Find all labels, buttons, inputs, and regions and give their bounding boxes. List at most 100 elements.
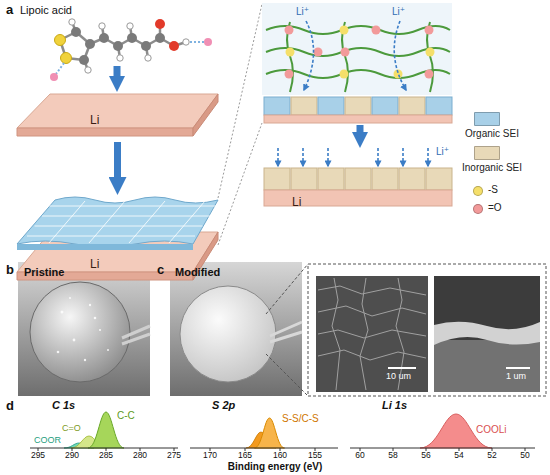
legend-text: Organic SEI [465, 128, 519, 140]
peak-label: C=O [62, 423, 81, 434]
tick-label: 170 [203, 450, 217, 460]
tick-label: 285 [99, 450, 113, 460]
scale-label: 1 um [506, 371, 526, 382]
carbon-atoms [71, 27, 165, 65]
oxygen-atoms [155, 19, 179, 51]
scale-bar [388, 367, 416, 369]
layer-label: Li [90, 114, 99, 127]
zoom-lines [266, 264, 546, 396]
tick-label: 295 [31, 450, 45, 460]
sei-grid [27, 201, 218, 243]
panel-letter: a [6, 2, 13, 18]
legend-swatch [473, 186, 483, 196]
photo-caption: Pristine [24, 266, 64, 279]
axis-ticks [210, 448, 315, 451]
scale-bar [506, 367, 530, 369]
legend-text: -S [488, 184, 498, 196]
lipoic-acid-molecule [50, 19, 212, 81]
mixed-sei-slab [264, 97, 452, 123]
axis-title: Binding energy (eV) [228, 461, 322, 473]
axis-ticks [360, 448, 525, 451]
tick-label: 58 [388, 450, 397, 460]
tick-label: 280 [133, 450, 147, 460]
inorganic-sei-block [372, 168, 398, 190]
inorganic-sei-block [291, 168, 317, 190]
peak-label: COOLi [476, 424, 507, 436]
polymer-chains [266, 22, 450, 92]
xps-li1s [350, 414, 535, 451]
process-arrow [114, 66, 121, 84]
modified-photo [170, 262, 302, 396]
lithium-plate-front [17, 128, 193, 136]
tick-label: 290 [65, 450, 79, 460]
sem-frame [308, 264, 546, 396]
layer-label: Li [90, 258, 99, 271]
legend-text: =O [488, 202, 502, 214]
layer-label: Li [292, 196, 301, 209]
inorganic-sei-block [345, 168, 371, 190]
peak-label: S-S/C-S [282, 413, 319, 425]
tweezers [270, 322, 302, 342]
ion-label: Li⁺ [296, 6, 309, 18]
lithium-ion-paths [304, 21, 406, 90]
xps-c1s [30, 412, 178, 451]
surface-cracks [318, 278, 426, 390]
legend-swatch [473, 204, 483, 214]
ion-label: Li⁺ [436, 146, 449, 158]
tick-label: 50 [520, 450, 529, 460]
lithium-plate: Li [15, 92, 220, 140]
node-outline [15, 92, 220, 140]
legend-swatch [474, 146, 500, 160]
sei-layer-band [434, 322, 540, 345]
pristine-photo [18, 262, 150, 396]
hydrogen-atoms [69, 19, 189, 73]
molecule-name: Lipoic acid [20, 4, 72, 17]
inorganic-sei-block [399, 168, 425, 190]
spectrum-title: Li 1s [382, 399, 407, 412]
lithium-plate-top [17, 94, 218, 128]
tweezers [122, 326, 150, 344]
lithium-plate-inorganic-sei: Li [262, 160, 457, 208]
panel-letter: b [6, 262, 14, 278]
inorganic-sei-block [264, 168, 290, 190]
tick-label: 155 [308, 450, 322, 460]
lithium-atoms [50, 38, 212, 81]
process-arrow [114, 142, 121, 186]
organic-sei-edge [17, 244, 193, 250]
legend-swatch [474, 112, 500, 126]
molecule-bonds [60, 22, 186, 70]
photo-caption: Modified [175, 266, 220, 279]
ion-label: Li⁺ [392, 6, 405, 18]
inorganic-sei-block [426, 168, 452, 190]
lithium-bond-dotted [56, 42, 204, 74]
sem-top-view [316, 276, 428, 392]
panel-letter: d [6, 398, 14, 414]
lithium-ion-paths [278, 148, 428, 166]
sulfur-atoms [55, 35, 72, 64]
sem-cross-section [434, 276, 540, 392]
spectrum-title: S 2p [212, 399, 235, 412]
inorganic-sei-block [318, 168, 344, 190]
tick-label: 54 [454, 450, 463, 460]
tick-label: 56 [421, 450, 430, 460]
node-outline [262, 160, 457, 208]
functional-group-dots [285, 26, 435, 79]
legend-text: Inorganic SEI [462, 162, 522, 174]
lithium-plate-side [193, 94, 218, 136]
zoom-lines [218, 4, 262, 245]
tick-label: 160 [273, 450, 287, 460]
tick-label: 60 [355, 450, 364, 460]
peak-label: C-C [117, 410, 135, 422]
network-ground [262, 3, 452, 95]
tick-label: 275 [167, 450, 181, 460]
metal-sparkles [57, 297, 109, 361]
organic-sei-layer [17, 197, 218, 247]
sei-network [262, 3, 452, 95]
spectrum-title: C 1s [52, 399, 75, 412]
tick-label: 52 [487, 450, 496, 460]
scale-label: 10 um [386, 371, 411, 382]
tick-label: 165 [238, 450, 252, 460]
peak-label: COOR [34, 435, 61, 446]
panel-letter: c [157, 262, 164, 278]
